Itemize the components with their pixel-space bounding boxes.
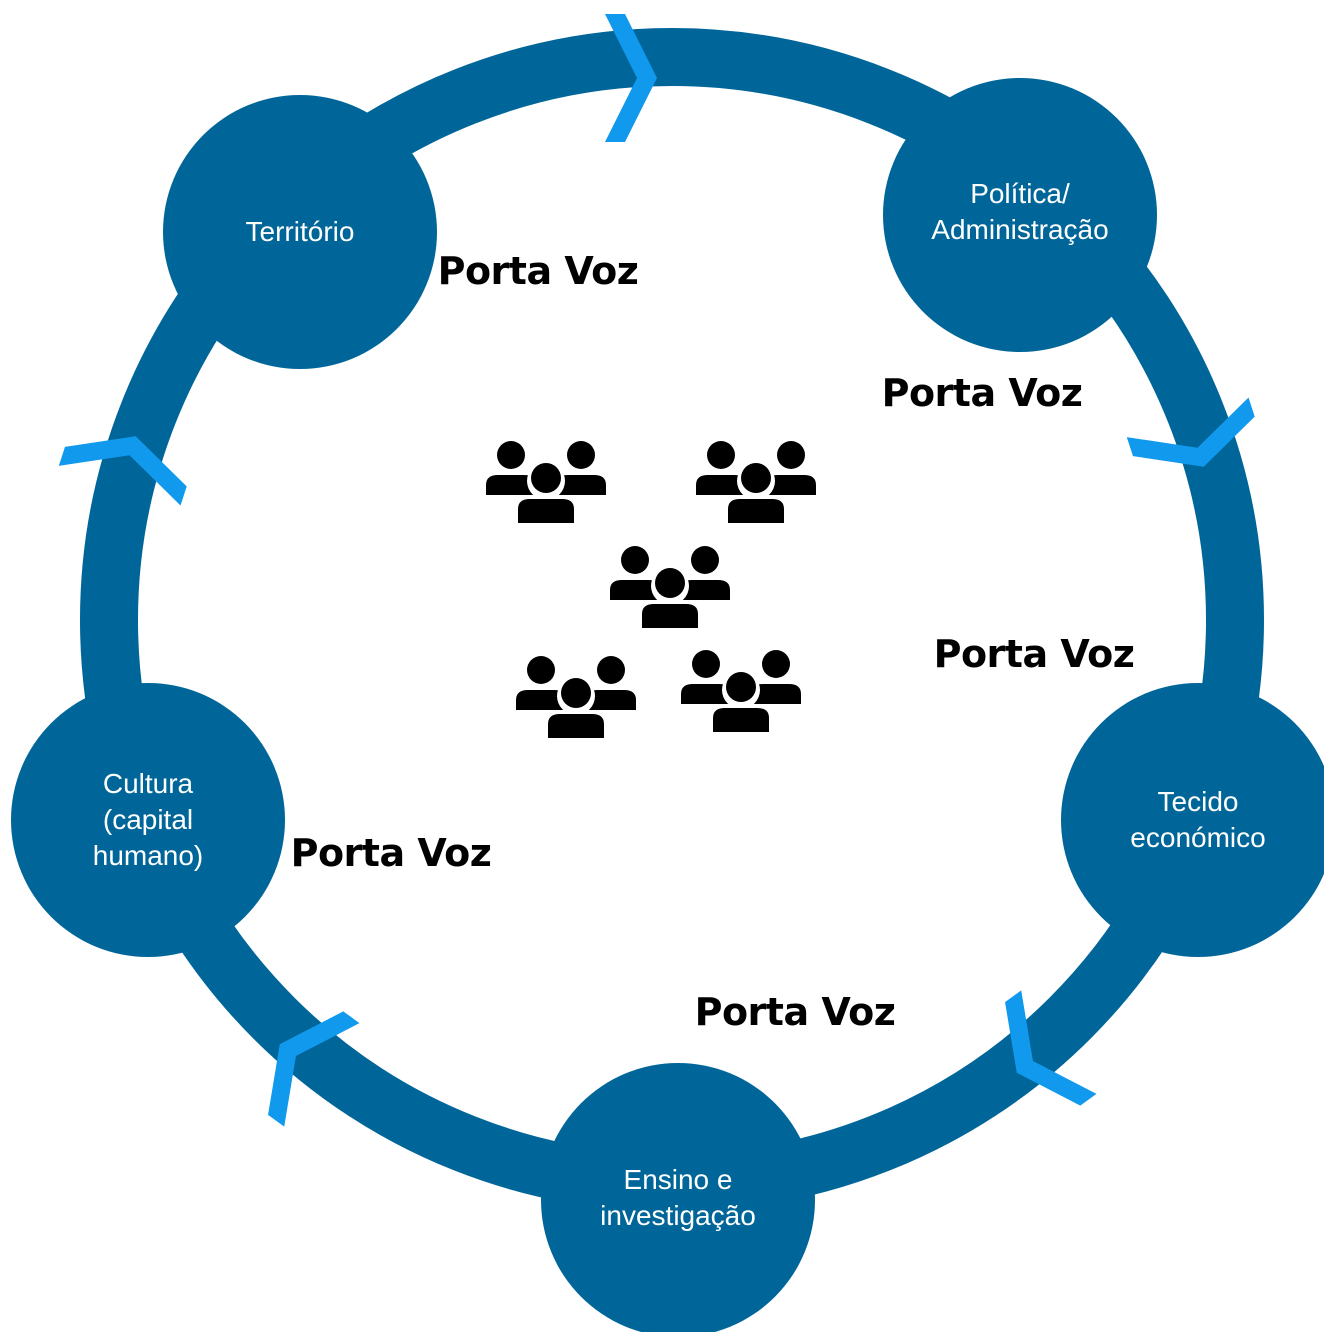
porta-voz-ensino: Porta Voz [694, 990, 896, 1034]
people-group-icon [696, 441, 816, 529]
arrows-layer [58, 14, 1255, 1127]
chevron-arrow-icon [605, 14, 657, 142]
porta-voz-tecido: Porta Voz [933, 632, 1135, 676]
node-label-cultura: Cultura (capital humano) [92, 768, 204, 871]
porta-voz-politica: Porta Voz [881, 371, 1083, 415]
chevron-arrow-icon [1005, 990, 1097, 1106]
chevron-arrow-icon [1126, 397, 1255, 467]
chevron-arrow-icon [268, 1011, 360, 1127]
people-groups-layer [486, 441, 816, 744]
node-circle-ensino [541, 1063, 815, 1337]
node-circle-cultura [11, 683, 285, 957]
node-label-ensino: Ensino e investigação [600, 1164, 756, 1231]
porta-voz-territorio: Porta Voz [437, 249, 639, 293]
node-circle-tecido [1061, 683, 1324, 957]
people-group-icon [516, 656, 636, 744]
node-circle-territorio [163, 95, 437, 369]
people-group-icon [610, 546, 730, 634]
chevron-arrow-icon [58, 436, 187, 506]
porta-voz-cultura: Porta Voz [290, 831, 492, 875]
people-group-icon [486, 441, 606, 529]
nodes-layer [11, 78, 1324, 1337]
node-label-territorio: Território [245, 216, 355, 247]
node-label-politica: Política/ Administração [931, 178, 1109, 245]
people-group-icon [681, 650, 801, 738]
node-label-tecido: Tecido económico [1130, 786, 1266, 853]
node-circle-politica [883, 78, 1157, 352]
